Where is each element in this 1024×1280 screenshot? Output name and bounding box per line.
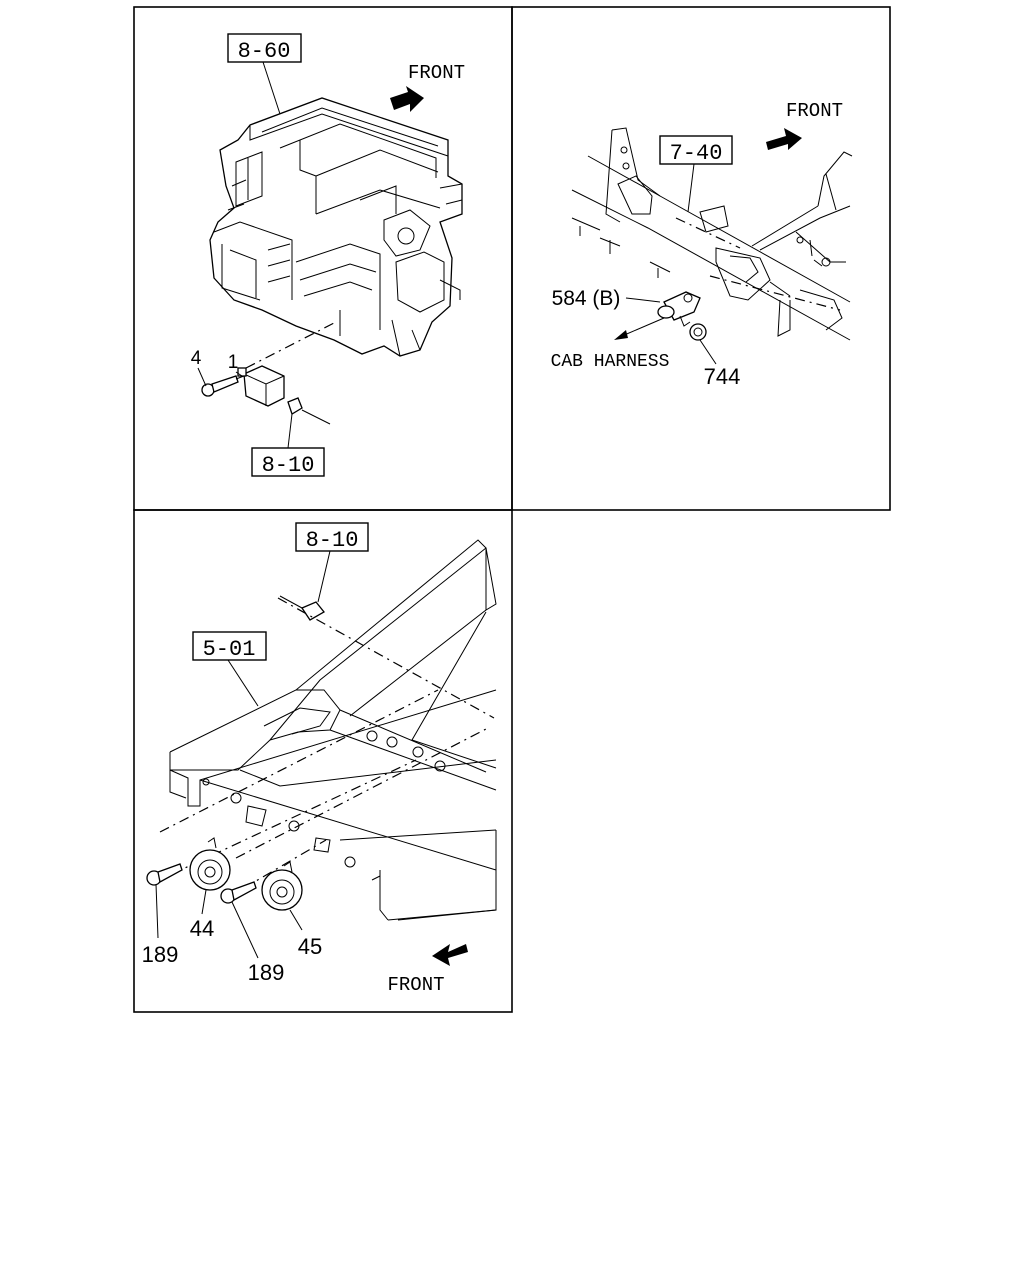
connector-part: [279, 595, 325, 621]
callout-4: 4: [191, 348, 202, 369]
hvac-unit: [209, 97, 463, 357]
callout-44: 44: [190, 916, 214, 941]
bolt-part: [201, 375, 245, 397]
svg-text:8-10: 8-10: [306, 528, 359, 553]
svg-text:8-10: 8-10: [262, 453, 315, 478]
horn-part-45: [261, 861, 303, 911]
callout-189-left: 189: [142, 942, 179, 967]
ref-box-5-01: 5-01: [192, 631, 267, 707]
chassis-frame: [169, 539, 497, 921]
front-label: FRONT: [387, 974, 444, 996]
svg-text:8-60: 8-60: [238, 39, 291, 64]
callout-744: 744: [704, 364, 741, 389]
mounting-line: [277, 597, 495, 719]
front-label: FRONT: [408, 62, 465, 84]
panel-2: FRONT 7-40: [551, 100, 853, 389]
svg-text:5-01: 5-01: [203, 637, 256, 662]
front-arrow-icon: [766, 128, 802, 150]
ref-box-7-40: 7-40: [659, 135, 733, 213]
panel-3: 8-10 5-01: [142, 522, 497, 996]
svg-text:7-40: 7-40: [670, 141, 723, 166]
cab-frame: [571, 127, 853, 341]
relay-part: [237, 365, 285, 407]
callout-1: 1: [228, 352, 239, 373]
ref-box-8-10-top: 8-10: [251, 413, 325, 478]
panel-2-frame: [511, 6, 891, 511]
front-arrow-icon: [390, 86, 424, 112]
harness-bracket-part: [657, 291, 701, 327]
callout-189-middle: 189: [248, 960, 285, 985]
cab-harness-label: CAB HARNESS: [551, 352, 670, 372]
mounting-line: [245, 321, 337, 369]
nut-part: [689, 323, 717, 365]
panel-1: 8-60 FRONT: [191, 33, 465, 478]
front-label: FRONT: [786, 100, 843, 122]
bolt-part-189-middle: [220, 881, 259, 959]
panel-frames: [133, 6, 891, 1013]
horn-part-44: [189, 837, 231, 891]
ref-box-8-60: 8-60: [227, 33, 302, 115]
bolt-part-189-left: [146, 863, 183, 939]
front-arrow-icon: [432, 944, 468, 966]
panel-3-frame: [133, 509, 513, 1013]
callout-584b: 584 (B): [552, 287, 621, 310]
cab-harness-arrow-icon: [614, 317, 665, 340]
connector-part: [287, 397, 331, 425]
callout-45: 45: [298, 934, 322, 959]
ref-box-8-10-bottom: 8-10: [295, 522, 369, 603]
